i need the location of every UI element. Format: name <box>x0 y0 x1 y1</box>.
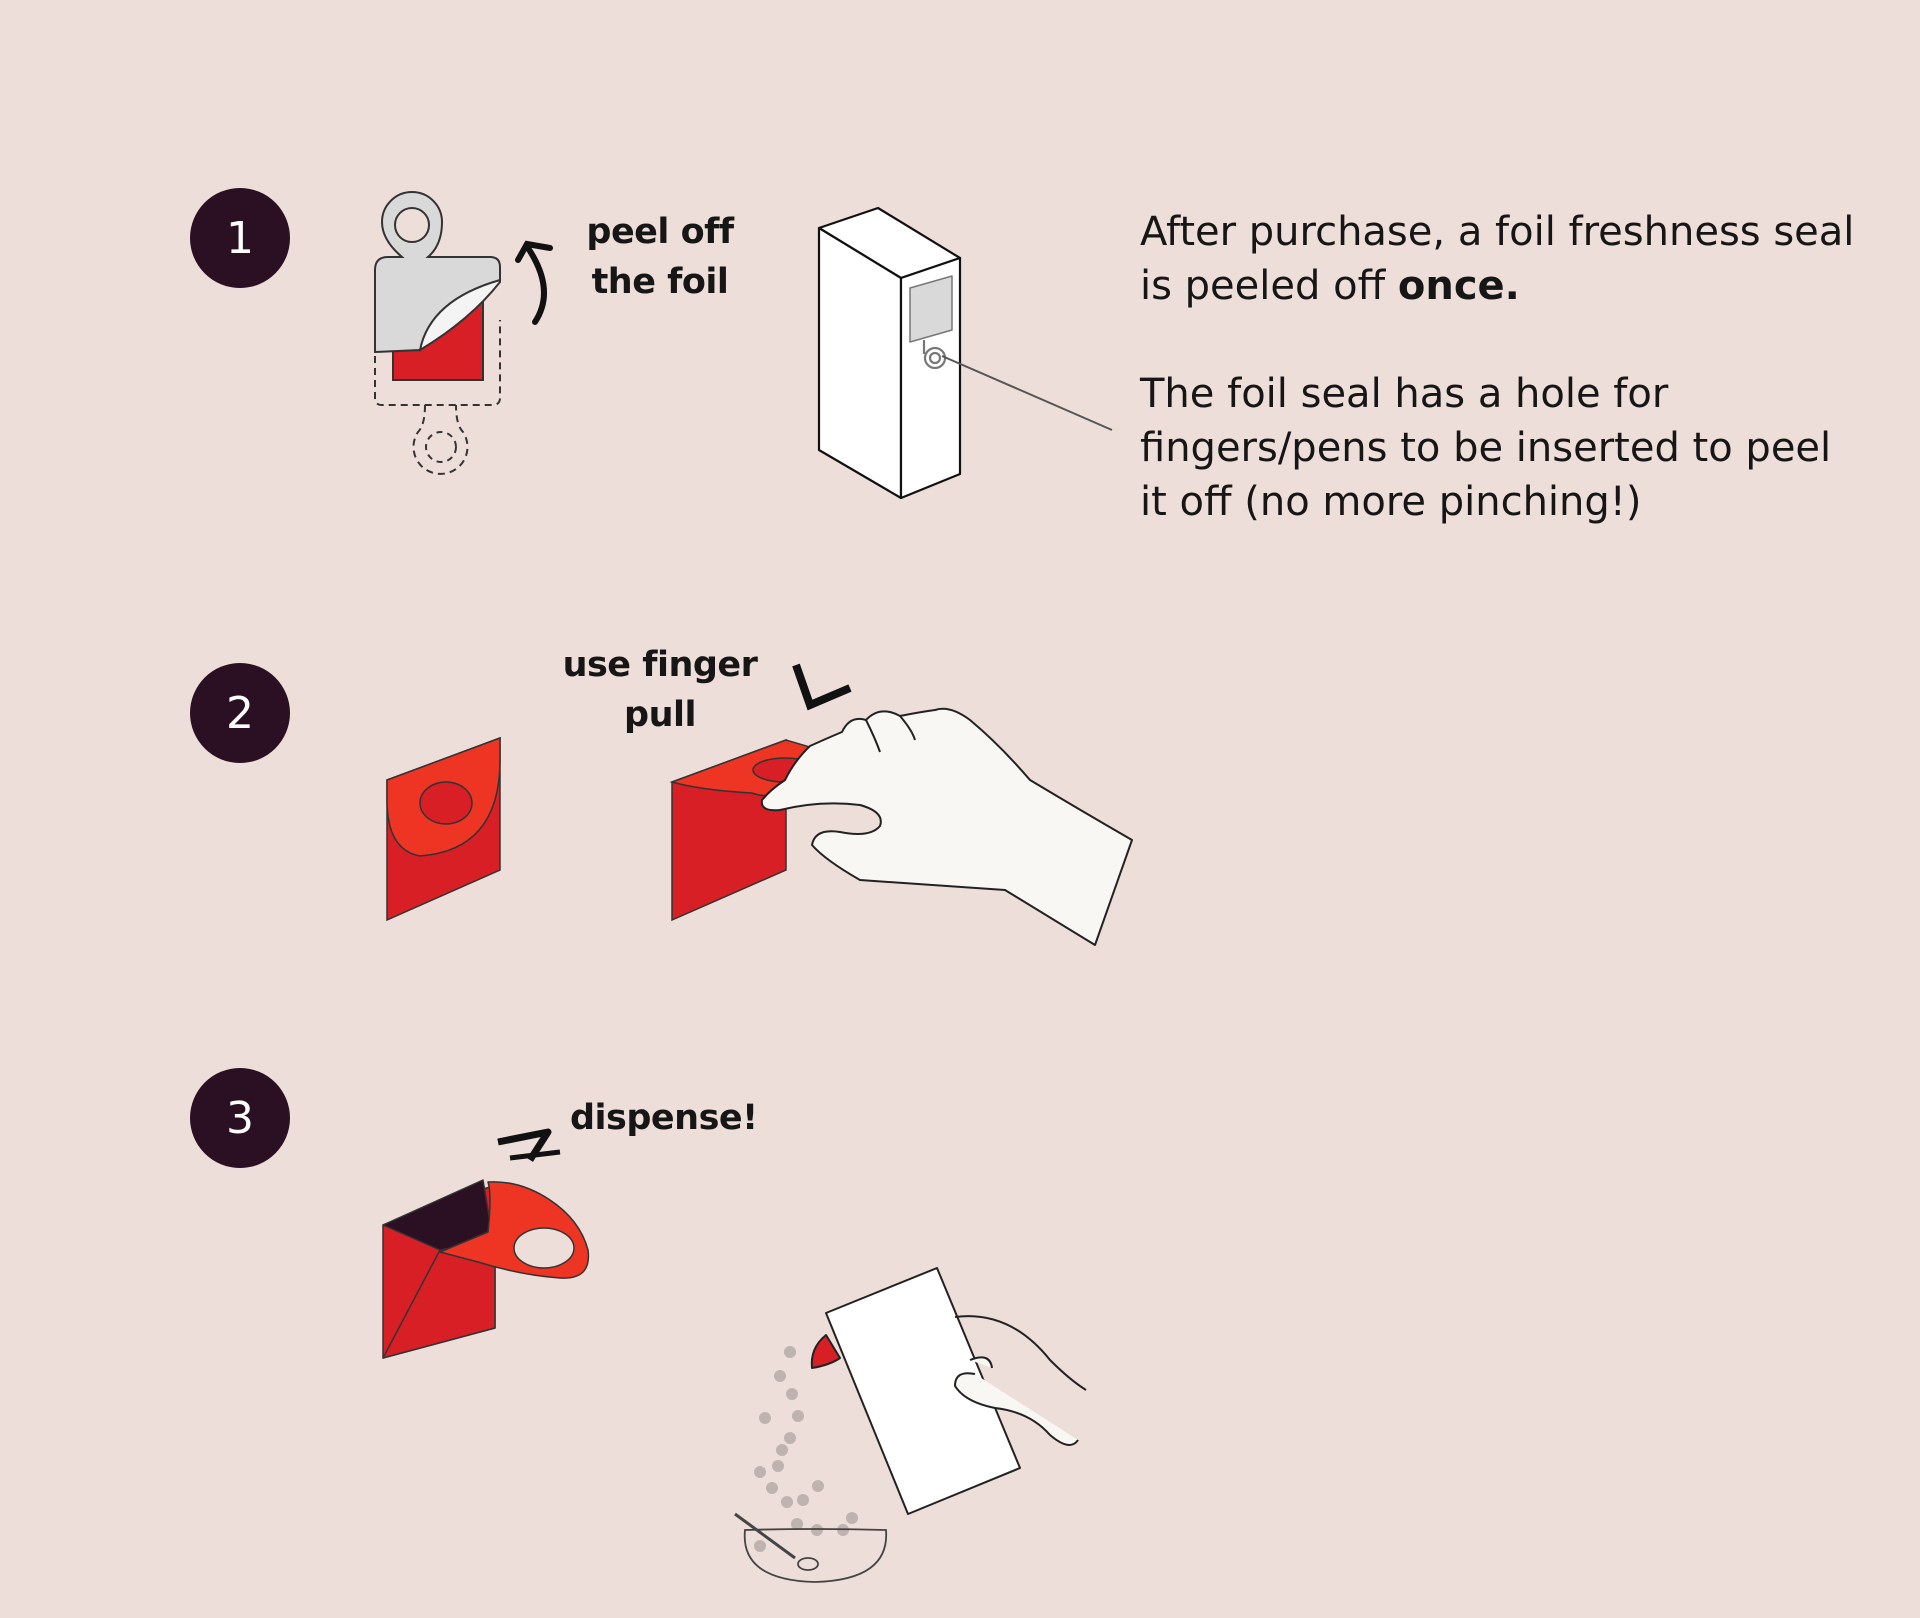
step-2-label: use finger pull <box>540 640 780 740</box>
push-arrow-icon <box>792 663 852 711</box>
description-para1: After purchase, a foil freshness seal is… <box>1140 205 1870 313</box>
step-1-number: 1 <box>226 212 254 264</box>
hand-icon <box>760 707 1133 946</box>
step-2-badge: 2 <box>190 663 290 763</box>
step-1-badge: 1 <box>190 188 290 288</box>
particles <box>754 1346 858 1552</box>
pouring-dispenser <box>810 1267 1087 1515</box>
step-2-label-line2: pull <box>624 695 696 735</box>
step-3-badge: 3 <box>190 1068 290 1168</box>
step-3-label: dispense! <box>570 1093 758 1143</box>
dispense-arrow-icon <box>497 1128 561 1162</box>
step-3-label-line1: dispense! <box>570 1098 758 1138</box>
description: After purchase, a foil freshness seal is… <box>1140 205 1870 529</box>
peel-arrow-icon <box>515 240 553 325</box>
open-pouch <box>382 1179 590 1359</box>
step-1-label: peel off the foil <box>560 207 760 307</box>
foil-peel-illustration <box>374 191 501 475</box>
step-1-label-line1: peel off <box>586 212 734 252</box>
step-1-label-line2: the foil <box>591 262 729 302</box>
step-3-number: 3 <box>226 1092 254 1144</box>
bowl-icon <box>734 1512 887 1583</box>
description-para1-text: After purchase, a foil freshness seal is… <box>1140 209 1855 309</box>
description-para2: The foil seal has a hole for fingers/pen… <box>1140 371 1832 525</box>
step-2-label-line1: use finger <box>562 645 758 685</box>
dispenser-box <box>817 206 1113 500</box>
sealed-pouch <box>386 736 501 922</box>
description-para1-emphasis: once. <box>1397 263 1520 309</box>
step-2-number: 2 <box>226 687 254 739</box>
